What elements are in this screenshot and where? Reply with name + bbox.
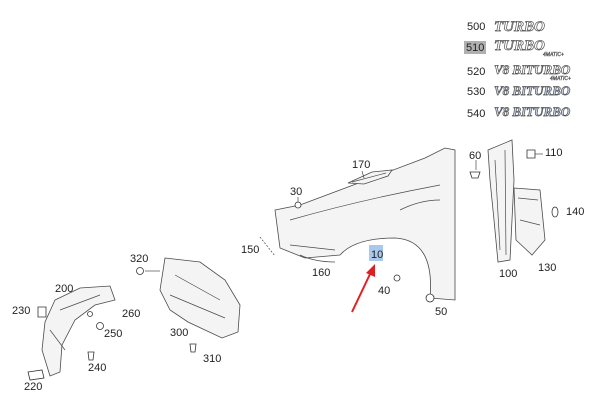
callout-310[interactable]: 310: [203, 353, 221, 365]
clip-260: [87, 311, 93, 317]
callout-260[interactable]: 260: [122, 308, 140, 320]
bolt-240: [87, 351, 95, 361]
nut-140: [551, 206, 559, 218]
support-bracket-part[interactable]: [487, 139, 515, 263]
callout-250[interactable]: 250: [104, 328, 122, 340]
callout-220[interactable]: 220: [24, 381, 42, 393]
callout-30[interactable]: 30: [290, 186, 302, 198]
badge-v8-biturbo-4matic-sub: 4MATIC+: [550, 76, 571, 82]
callout-150[interactable]: 150: [241, 244, 259, 256]
callout-130[interactable]: 130: [538, 262, 556, 274]
bolt-320: [136, 267, 144, 275]
selected-box-510: [464, 41, 486, 54]
clip-230: [37, 306, 47, 318]
wheel-liner-part[interactable]: [159, 257, 241, 339]
trim-strip-160: [299, 254, 336, 263]
highlight-box-10: [369, 245, 383, 261]
badge-turbo: TURBO: [494, 19, 545, 35]
callout-300[interactable]: 300: [170, 327, 188, 339]
fasteners: [27, 149, 559, 381]
callout-510[interactable]: 510: [466, 42, 484, 54]
callout-60[interactable]: 60: [469, 150, 481, 162]
strip-part-150[interactable]: [259, 236, 276, 257]
bracket-220: [27, 369, 45, 381]
callouts: 170 60 110 30 140 150 10 320 160 100 130…: [12, 147, 584, 393]
callout-520[interactable]: 520: [467, 66, 485, 78]
fender-part[interactable]: [274, 147, 456, 301]
badge-v8-biturbo-4matic: V8 BITURBO: [494, 62, 571, 77]
badge-turbo-4matic: TURBO: [494, 38, 545, 54]
badge-v8-biturbo-blue-2: V8 BITURBO: [494, 104, 571, 119]
clip-30: [294, 201, 302, 209]
bolt-60: [469, 171, 481, 179]
callout-530[interactable]: 530: [467, 86, 485, 98]
callout-140[interactable]: 140: [566, 206, 584, 218]
callout-10[interactable]: 10: [371, 249, 383, 261]
callout-170[interactable]: 170: [352, 159, 370, 171]
callout-540[interactable]: 540: [467, 108, 485, 120]
bolt-110: [526, 149, 536, 159]
wheel-liner-front-part[interactable]: [41, 285, 116, 377]
insulator-part[interactable]: [513, 187, 546, 256]
badge-list: 500 TURBO 510 TURBO 4MATIC+ 520 V8 BITUR…: [464, 19, 571, 120]
callout-50[interactable]: 50: [435, 306, 447, 318]
callout-100[interactable]: 100: [499, 268, 517, 280]
callout-40[interactable]: 40: [378, 285, 390, 297]
badge-v8-biturbo-blue: V8 BITURBO: [494, 83, 571, 98]
pointer-arrow: [351, 264, 375, 313]
bolt-310: [189, 343, 197, 353]
callout-160[interactable]: 160: [312, 267, 330, 279]
bolt-40: [393, 274, 401, 282]
side-vent-part[interactable]: [347, 169, 393, 185]
nut-50: [425, 293, 435, 303]
callout-200[interactable]: 200: [55, 283, 73, 295]
callout-320[interactable]: 320: [130, 253, 148, 265]
badge-turbo-4matic-sub: 4MATIC+: [543, 52, 564, 58]
callout-500[interactable]: 500: [467, 21, 485, 33]
callout-240[interactable]: 240: [88, 362, 106, 374]
clip-250: [96, 322, 104, 330]
callout-230[interactable]: 230: [12, 305, 30, 317]
callout-110[interactable]: 110: [545, 147, 563, 159]
